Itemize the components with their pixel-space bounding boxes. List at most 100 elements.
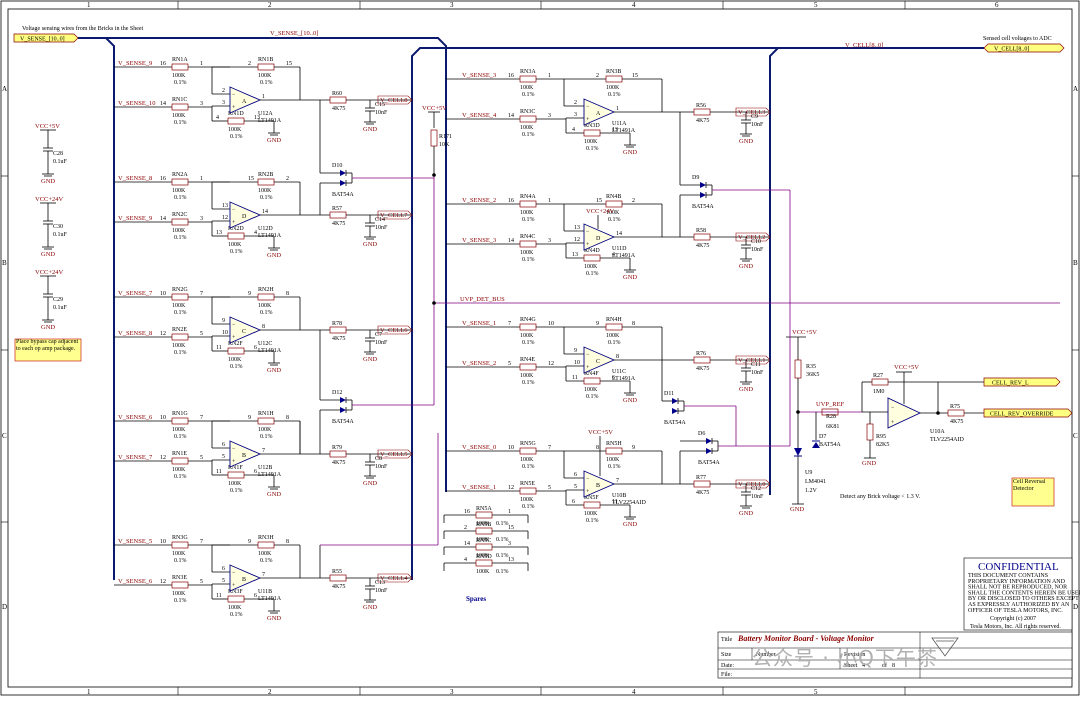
pin: 13 [508,557,514,563]
resistor [329,574,347,582]
diode-d11 [672,398,678,404]
rn-ref: RN4A [520,194,536,200]
note-to-adc: Sensed cell voltages to ADC [983,36,1052,42]
pin: 8 [596,445,599,451]
resistor [693,233,711,241]
amp-part: LT1491A [258,348,282,354]
gnd-label: GND [623,397,637,404]
opamp-u11c [583,346,616,374]
resistor [475,511,493,519]
rn-value: 100K [172,113,186,119]
diode-part: BAT54A [332,419,354,425]
title-block: Title Battery Monitor Board - Voltage Mo… [717,631,1073,679]
fb-ref: RN3D [584,123,600,129]
opamp-minus: − [232,570,236,576]
resistor [519,363,537,371]
svg-text:CELL_REV_OVERRIDE: CELL_REV_OVERRIDE [990,412,1054,418]
gnd-label: GND [363,356,377,363]
svg-text:V_CELL[8..0]: V_CELL[8..0] [994,47,1029,53]
rn-tol: 0.1% [174,80,187,86]
rn-ref: RN2G [172,287,188,293]
out-r-ref: R76 [696,351,706,357]
gnd-label: GND [267,137,281,144]
svg-text:36K5: 36K5 [806,372,819,378]
col-label: 5 [814,688,818,696]
port-v-cell[interactable]: V_CELL[8..0] [983,43,1065,53]
rn-ref: RN5E [520,481,535,487]
resistor [583,377,601,385]
bypass-value: 0.1uF [53,159,68,165]
spare-value: 100K [476,553,490,559]
col-label: 2 [268,688,272,696]
out-net-flag [377,449,413,459]
rn-tol: 0.1% [522,464,535,470]
title-text: Battery Monitor Board - Voltage Monitor [737,634,875,643]
diode-part: BAT54A [692,204,714,210]
resistor [583,129,601,137]
port-cell-rev-override[interactable]: CELL_REV_OVERRIDE [983,408,1073,418]
resistor [519,75,537,83]
out-net-flag [735,107,771,117]
resistor [583,501,601,509]
pin: 3 [548,113,551,119]
col-label: 1 [87,688,91,696]
bypass-value: 0.1uF [53,232,68,238]
input-net: V_SENSE_4 [462,112,497,119]
net-uvp-det-bus: UVP_DET_BUS [460,296,505,303]
resistor [227,347,245,355]
resistor [329,96,347,104]
amp-part: LT1491A [258,118,282,124]
rn-tol: 0.1% [522,340,535,346]
cell-reversal-detector: VCC+5V R35 36K5 UVP_REF R28 6K81 D7 BAT5… [786,329,984,513]
v-sense-bus [78,37,115,580]
fb-value: 100K [228,242,242,248]
port-cell-rev-l[interactable]: CELL_REV_L [983,377,1061,387]
gnd-label: GND [623,521,637,528]
v-sense-bus-top [106,37,447,492]
gnd-label: GND [623,274,637,281]
fb-tol: 0.1% [260,310,273,316]
out-r-ref: R79 [332,445,342,451]
row-label: C [2,432,7,440]
pin: 12 [160,331,166,337]
pin: 3 [200,216,203,222]
sheet-total: 8 [892,663,895,669]
rn-value: 100K [172,73,186,79]
port-v-sense[interactable]: V_SENSE_[10..0] [13,33,79,43]
bypass-rail: VCC+24V [35,269,64,276]
resistor [227,232,245,240]
col-label: 3 [450,1,454,9]
pin: 8 [632,321,635,327]
confidential-line: AS EXPRESSLY AUTHORIZED BY AN [968,602,1070,608]
out-r-ref: R60 [332,91,342,97]
pin: 15 [248,176,254,182]
opamp-unit: C [596,359,600,365]
rn-value: 100K [172,591,186,597]
svg-text:VCC+5V: VCC+5V [792,329,817,336]
out-net: V_CELL5 [380,451,407,458]
gnd-label: GND [267,491,281,498]
cap-value: 10nF [375,225,388,231]
pin: 15 [632,73,638,79]
rn-value: 100K [172,188,186,194]
svg-text:VCC+5V: VCC+5V [422,105,447,112]
bypass-rail: VCC+5V [35,123,60,130]
opamp-unit: D [596,236,601,242]
opamp-unit: A [596,111,601,117]
svg-text:GND: GND [862,460,876,467]
border-column-labels: 1 2 3 4 5 6 1 2 3 4 5 [87,1,999,696]
out-net: V_CELL8 [380,97,407,104]
svg-text:R27: R27 [873,373,883,379]
pin: 1 [508,509,511,515]
pin: 13 [216,230,222,236]
amp-part: LT1491A [612,128,636,134]
rn-tol: 0.1% [522,257,535,263]
pin: 12 [160,579,166,585]
confidential-company: Tesla Motors, Inc. All rights reserved. [970,624,1061,630]
fb-ref: RN5F [584,495,599,501]
pin: 7 [548,445,551,451]
cap-ref: C11 [751,362,761,368]
